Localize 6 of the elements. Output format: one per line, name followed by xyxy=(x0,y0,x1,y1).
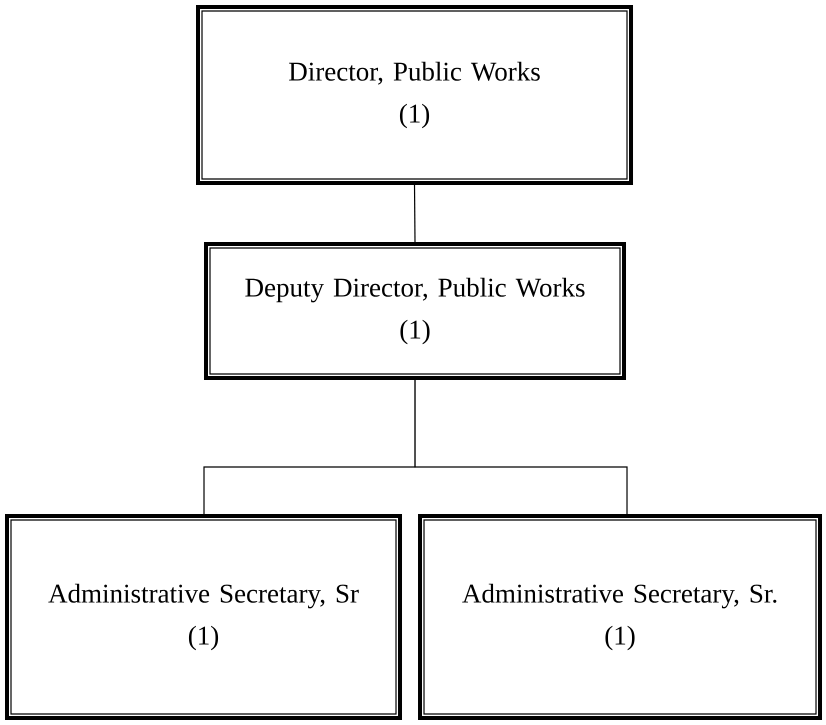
connector-line xyxy=(414,185,416,242)
position-box: Deputy Director, Public Works (1) xyxy=(204,242,626,380)
connector-line xyxy=(414,380,628,514)
position-box: Administrative Secretary, Sr (1) xyxy=(5,514,402,720)
position-box: Administrative Secretary, Sr. (1) xyxy=(418,514,822,720)
position-box: Director, Public Works (1) xyxy=(196,5,633,185)
